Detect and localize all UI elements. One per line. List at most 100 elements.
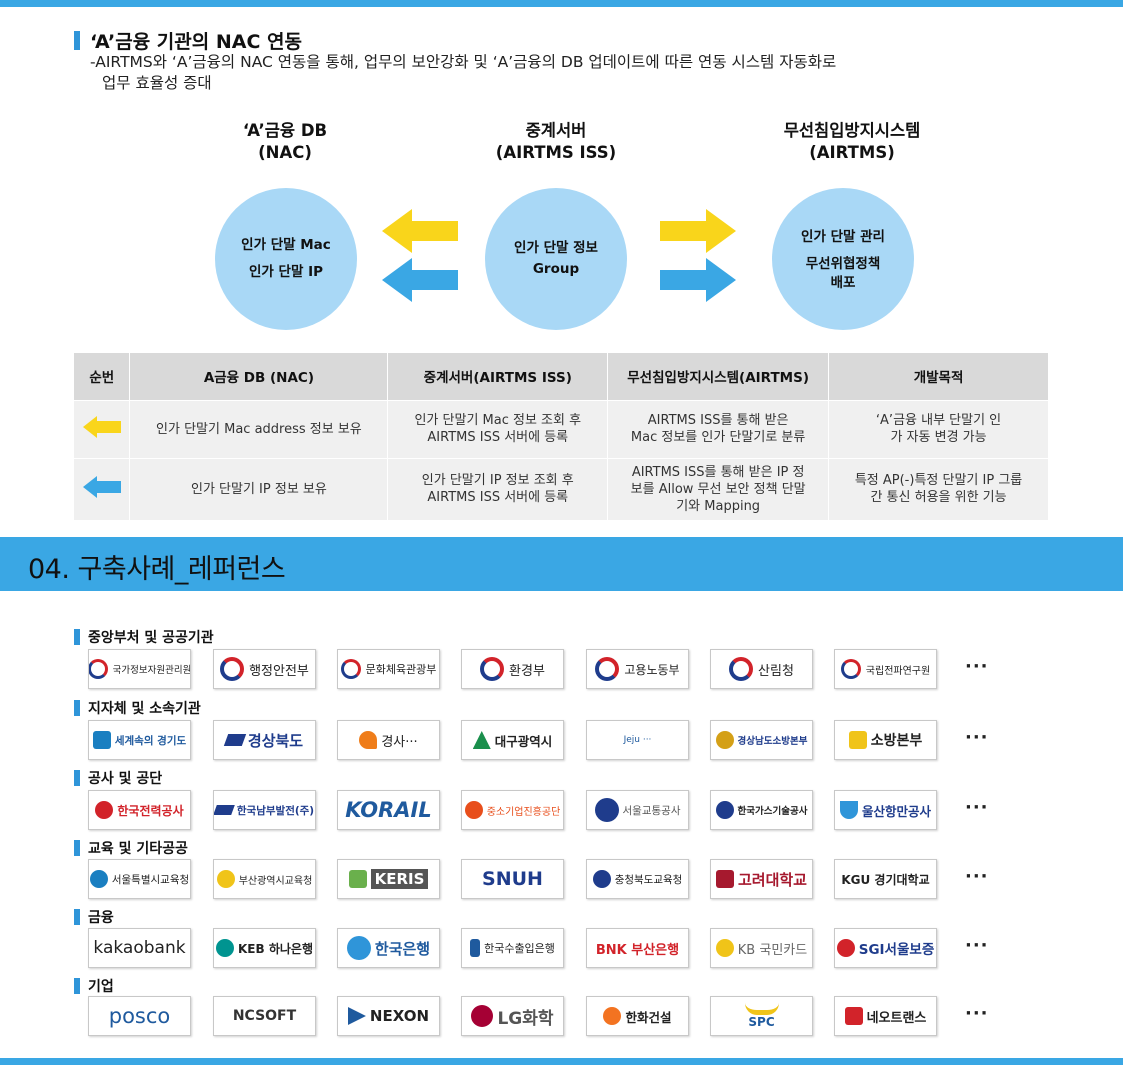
sen-emblem-icon bbox=[89, 870, 108, 888]
logo-fire-hq: 소방본부 bbox=[834, 720, 937, 760]
row-1-iss-line-1: 인가 단말기 Mac 정보 조회 후 bbox=[414, 413, 582, 428]
nac-column-title: ‘A’금융 DB (NAC) bbox=[185, 120, 385, 164]
logo-korea-univ: 고려대학교 bbox=[710, 859, 813, 899]
taeguk-icon bbox=[840, 659, 861, 679]
logo-gyeongnam: 경사··· bbox=[337, 720, 440, 760]
integration-table: 순번 A금융 DB (NAC) 중계서버(AIRTMS ISS) 무선침입방지시… bbox=[74, 353, 1049, 520]
logo-gyeongbuk: 경상북도 bbox=[213, 720, 316, 760]
kepco-emblem-icon bbox=[95, 801, 114, 819]
logo-kakaobank: kakaobank bbox=[88, 928, 191, 968]
logo-hanwha: 한화건설 bbox=[586, 996, 689, 1036]
table-header-row: 순번 A금융 DB (NAC) 중계서버(AIRTMS ISS) 무선침입방지시… bbox=[74, 353, 1049, 400]
references-banner: 04. 구축사례_레퍼런스 bbox=[0, 537, 1123, 591]
gyeongnam-emblem-icon bbox=[359, 731, 378, 749]
kb-emblem-icon bbox=[715, 939, 734, 957]
header-purpose: 개발목적 bbox=[828, 353, 1049, 400]
logo-bok: 한국은행 bbox=[337, 928, 440, 968]
exim-emblem-icon bbox=[470, 939, 481, 957]
iss-title-line-2: (AIRTMS ISS) bbox=[495, 143, 617, 162]
category-central-govt: 중앙부처 및 공공기관 bbox=[74, 627, 214, 647]
logo-spc: SPC bbox=[710, 996, 813, 1036]
logo-sbc: 중소기업진흥공단 bbox=[461, 790, 564, 830]
airtms-title-line-2: (AIRTMS) bbox=[809, 143, 895, 162]
neotrans-emblem-icon bbox=[844, 1007, 863, 1025]
logo-korail: KORAIL bbox=[337, 790, 440, 830]
nac-title-line-2: (NAC) bbox=[258, 143, 312, 162]
category-label: 교육 및 기타공공 bbox=[88, 841, 188, 857]
logo-nirs: 국가정보자원관리원 bbox=[88, 649, 191, 689]
header-airtms: 무선침입방지시스템(AIRTMS) bbox=[607, 353, 830, 400]
logo-keris: KERIS bbox=[337, 859, 440, 899]
logo-nexon: NEXON bbox=[337, 996, 440, 1036]
more-logos-education: ··· bbox=[965, 866, 989, 887]
iss-column-title: 중계서버 (AIRTMS ISS) bbox=[456, 120, 656, 164]
logo-snuh: SNUH bbox=[461, 859, 564, 899]
category-finance: 금융 bbox=[74, 907, 114, 927]
logo-cbe: 충청북도교육청 bbox=[586, 859, 689, 899]
row-2-iss-line-2: AIRTMS ISS 서버에 등록 bbox=[427, 490, 569, 506]
more-logos-finance: ··· bbox=[965, 935, 989, 956]
airtms-circle-line-3: 배포 bbox=[830, 275, 856, 291]
taeguk-icon bbox=[89, 659, 108, 679]
category-marker bbox=[74, 909, 80, 925]
category-label: 공사 및 공단 bbox=[88, 771, 163, 787]
logo-keb-hana: KEB 하나은행 bbox=[213, 928, 316, 968]
table-row: 인가 단말기 Mac address 정보 보유 인가 단말기 Mac 정보 조… bbox=[74, 399, 1049, 458]
right-blue-arrow-icon bbox=[660, 258, 736, 302]
row-1-airtms-line-1: AIRTMS ISS를 통해 받은 bbox=[647, 413, 789, 428]
header-nac: A금융 DB (NAC) bbox=[129, 353, 389, 400]
logo-pen: 부산광역시교육청 bbox=[213, 859, 316, 899]
seoul-metro-emblem-icon bbox=[594, 798, 619, 822]
nac-circle-line-2: 인가 단말 IP bbox=[249, 264, 323, 280]
category-label: 중앙부처 및 공공기관 bbox=[88, 630, 214, 646]
upa-emblem-icon bbox=[839, 801, 858, 819]
left-yellow-arrow-icon bbox=[382, 209, 458, 253]
row-1-airtms: AIRTMS ISS를 통해 받은 Mac 정보를 인가 단말기로 분류 bbox=[607, 399, 830, 458]
row-2-iss: 인가 단말기 IP 정보 조회 후 AIRTMS ISS 서버에 등록 bbox=[387, 457, 609, 520]
logo-mois: 행정안전부 bbox=[213, 649, 316, 689]
section-description: -AIRTMS와 ‘A’금융의 NAC 연동을 통해, 업무의 보안강화 및 ‘… bbox=[90, 52, 970, 94]
iss-title-line-1: 중계서버 bbox=[525, 121, 587, 140]
blue-arrow-icon bbox=[74, 457, 131, 520]
iss-circle-line-1: 인가 단말 정보 bbox=[514, 240, 598, 256]
references-title: 04. 구축사례_레퍼런스 bbox=[28, 554, 286, 585]
nexon-emblem-icon bbox=[347, 1007, 366, 1025]
fire-hq-emblem-icon bbox=[848, 731, 867, 749]
row-1-purpose: ‘A’금융 내부 단말기 인 가 자동 변경 가능 bbox=[828, 399, 1049, 458]
category-marker bbox=[74, 700, 80, 716]
top-accent-bar bbox=[0, 0, 1123, 7]
section-title-text: ‘A’금융 기관의 NAC 연동 bbox=[90, 31, 302, 53]
pen-emblem-icon bbox=[216, 870, 235, 888]
header-order: 순번 bbox=[74, 353, 131, 400]
iss-circle-line-2: Group bbox=[532, 261, 580, 277]
korea-univ-emblem-icon bbox=[715, 870, 734, 888]
taeguk-icon bbox=[220, 657, 245, 681]
gyeongbuk-emblem-icon bbox=[223, 734, 247, 746]
spc-emblem-icon bbox=[744, 1003, 779, 1015]
logo-seoul-metro: 서울교통공사 bbox=[586, 790, 689, 830]
logo-moel: 고용노동부 bbox=[586, 649, 689, 689]
iss-circle: 인가 단말 정보 Group bbox=[485, 188, 627, 330]
nac-title-line-1: ‘A’금융 DB bbox=[242, 121, 328, 140]
logo-kfs: 산림청 bbox=[710, 649, 813, 689]
row-2-purpose-line-1: 특정 AP(-)특정 단말기 IP 그룹 bbox=[854, 473, 1023, 489]
taeguk-icon bbox=[595, 657, 620, 681]
category-education: 교육 및 기타공공 bbox=[74, 838, 188, 858]
logo-daegu: 대구광역시 bbox=[461, 720, 564, 760]
row-2-nac: 인가 단말기 IP 정보 보유 bbox=[129, 457, 389, 520]
logo-gyeonggi: 세계속의 경기도 bbox=[88, 720, 191, 760]
category-local-govt: 지자체 및 소속기관 bbox=[74, 698, 201, 718]
cbe-emblem-icon bbox=[592, 870, 611, 888]
logo-mcst: 문화체육관광부 bbox=[337, 649, 440, 689]
bottom-accent-bar bbox=[0, 1058, 1123, 1065]
more-logos-enterprise: ··· bbox=[965, 1003, 989, 1024]
row-1-iss: 인가 단말기 Mac 정보 조회 후 AIRTMS ISS 서버에 등록 bbox=[387, 399, 609, 458]
logo-upa: 울산항만공사 bbox=[834, 790, 937, 830]
logo-kgu: KGU 경기대학교 bbox=[834, 859, 937, 899]
row-1-iss-line-2: AIRTMS ISS 서버에 등록 bbox=[427, 430, 569, 445]
row-2-airtms: AIRTMS ISS를 통해 받은 IP 정 보를 Allow 무선 보안 정책… bbox=[607, 457, 830, 520]
logo-kepco: 한국전력공사 bbox=[88, 790, 191, 830]
logo-posco: posco bbox=[88, 996, 191, 1036]
header-iss: 중계서버(AIRTMS ISS) bbox=[387, 353, 609, 400]
left-blue-arrow-icon bbox=[382, 258, 458, 302]
